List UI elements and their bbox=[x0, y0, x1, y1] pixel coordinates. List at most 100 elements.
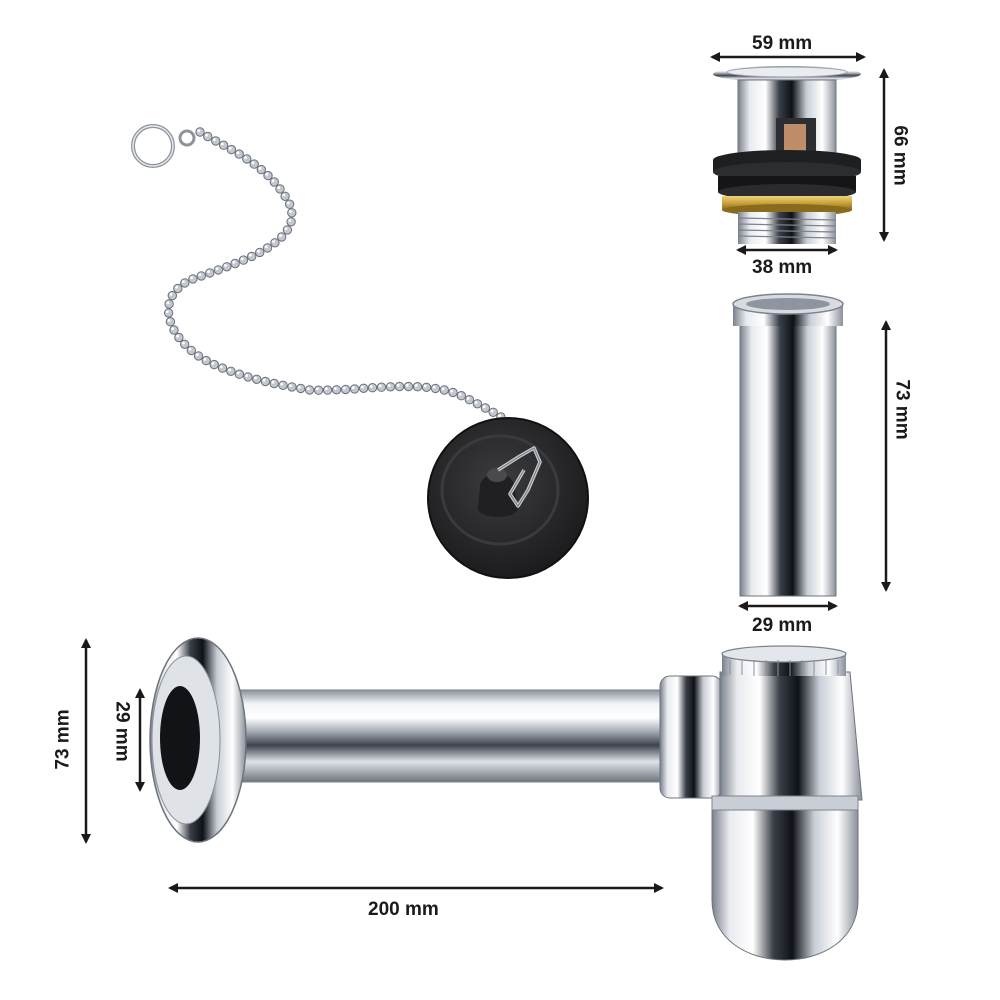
chain-bead-highlight bbox=[264, 245, 268, 249]
chain-bead-highlight bbox=[165, 310, 169, 313]
chain-bead bbox=[439, 385, 449, 395]
chain-bead-highlight bbox=[315, 387, 319, 391]
chain-bead-highlight bbox=[220, 142, 224, 146]
chain-bead bbox=[213, 265, 224, 275]
chain-bead-highlight bbox=[203, 357, 207, 361]
chain-bead bbox=[270, 238, 280, 248]
chain-bead bbox=[286, 217, 296, 227]
chain-bead bbox=[243, 372, 253, 382]
dimension-arrows bbox=[81, 52, 891, 893]
chain-bead bbox=[376, 382, 387, 392]
chain-bead bbox=[394, 381, 405, 392]
label-drain-height: 66 mm bbox=[889, 125, 911, 186]
chain-bead bbox=[260, 376, 271, 387]
chain-bead-highlight bbox=[279, 234, 282, 238]
key-ring bbox=[131, 124, 196, 168]
chain-bead-highlight bbox=[182, 341, 185, 345]
chain-bead bbox=[226, 144, 237, 155]
chain-bead bbox=[331, 385, 342, 395]
chain-bead bbox=[275, 184, 285, 194]
chain-bead-highlight bbox=[369, 385, 373, 388]
chain-bead bbox=[201, 355, 211, 366]
chain-bead-highlight bbox=[271, 380, 275, 384]
chain-bead bbox=[226, 366, 236, 376]
chain-bead-highlight bbox=[441, 387, 445, 391]
chain-bead bbox=[263, 170, 273, 181]
chain-bead-highlight bbox=[182, 280, 185, 283]
chain-bead bbox=[209, 359, 219, 370]
label-tube-height: 73 mm bbox=[891, 379, 913, 440]
chain-bead-highlight bbox=[271, 179, 275, 183]
chain-bead-highlight bbox=[466, 397, 470, 400]
rubber-plug bbox=[427, 417, 589, 579]
chain-bead bbox=[217, 363, 228, 373]
chain-bead-highlight bbox=[176, 334, 180, 338]
chain-bead bbox=[211, 136, 221, 146]
chain-bead bbox=[188, 274, 198, 284]
chain-bead-highlight bbox=[414, 384, 418, 387]
chain-bead-highlight bbox=[432, 385, 436, 389]
chain-bead bbox=[287, 208, 297, 218]
chain-bead-highlight bbox=[262, 378, 266, 382]
chain-bead-highlight bbox=[282, 193, 286, 197]
chain-bead-highlight bbox=[277, 186, 281, 190]
chain-bead-highlight bbox=[166, 301, 170, 305]
chain-bead bbox=[403, 381, 414, 392]
chain-bead bbox=[249, 159, 259, 169]
chain-bead-highlight bbox=[213, 138, 216, 142]
chain-bead bbox=[247, 251, 257, 262]
label-trap-inlet: 29 mm bbox=[111, 701, 133, 762]
chain-bead bbox=[358, 383, 369, 393]
chain-bead-highlight bbox=[175, 285, 178, 289]
label-tube-diameter: 29 mm bbox=[752, 615, 813, 636]
chain-bead bbox=[218, 140, 229, 150]
chain-bead-highlight bbox=[265, 172, 269, 176]
chain-bead bbox=[255, 247, 265, 258]
chain-bead bbox=[196, 271, 207, 281]
label-drain-width: 59 mm bbox=[752, 33, 813, 54]
chain-bead-highlight bbox=[215, 267, 219, 270]
chain-bead-highlight bbox=[482, 405, 486, 409]
chain-bead-highlight bbox=[378, 384, 382, 388]
chain-bead bbox=[230, 258, 240, 269]
chain-bead-highlight bbox=[236, 151, 240, 155]
chain-bead-highlight bbox=[272, 240, 275, 243]
chain-bead-highlight bbox=[284, 227, 288, 231]
chain-bead bbox=[180, 339, 190, 349]
chain-bead bbox=[256, 164, 266, 175]
chain-bead-highlight bbox=[195, 353, 199, 356]
chain-bead-highlight bbox=[298, 385, 301, 389]
chain-bead-highlight bbox=[245, 374, 249, 377]
chain-bead-highlight bbox=[211, 361, 215, 365]
chain-bead bbox=[488, 407, 498, 417]
chain-bead bbox=[203, 131, 213, 142]
chain-bead-highlight bbox=[171, 327, 175, 331]
chain-bead-highlight bbox=[244, 156, 247, 160]
chain-bead bbox=[252, 374, 262, 384]
drain-waste bbox=[713, 66, 861, 244]
chain-bead-highlight bbox=[190, 276, 194, 279]
chain-and-plug bbox=[131, 124, 589, 579]
chain-bead-highlight bbox=[360, 385, 364, 389]
chain-bead-highlight bbox=[324, 387, 328, 391]
chain-bead-highlight bbox=[228, 146, 232, 150]
chain-bead bbox=[262, 243, 273, 253]
chain-bead-highlight bbox=[167, 319, 171, 322]
chain-bead bbox=[340, 384, 351, 395]
chain-bead bbox=[238, 255, 249, 265]
chain-bead-highlight bbox=[251, 161, 255, 165]
chain-bead bbox=[430, 383, 441, 394]
chain-bead bbox=[169, 325, 179, 335]
chain-bead-highlight bbox=[198, 273, 202, 276]
ball-chain bbox=[168, 132, 530, 440]
chain-bead-highlight bbox=[289, 210, 292, 213]
chain-bead bbox=[367, 383, 378, 393]
chain-bead-highlight bbox=[249, 253, 252, 257]
chain-bead-highlight bbox=[207, 270, 210, 273]
chain-bead bbox=[234, 369, 245, 379]
chain-bead bbox=[193, 351, 204, 361]
chain-bead bbox=[164, 299, 174, 309]
bottle-trap bbox=[149, 637, 863, 961]
chain-bead bbox=[205, 268, 215, 278]
chain-bead bbox=[412, 382, 423, 392]
